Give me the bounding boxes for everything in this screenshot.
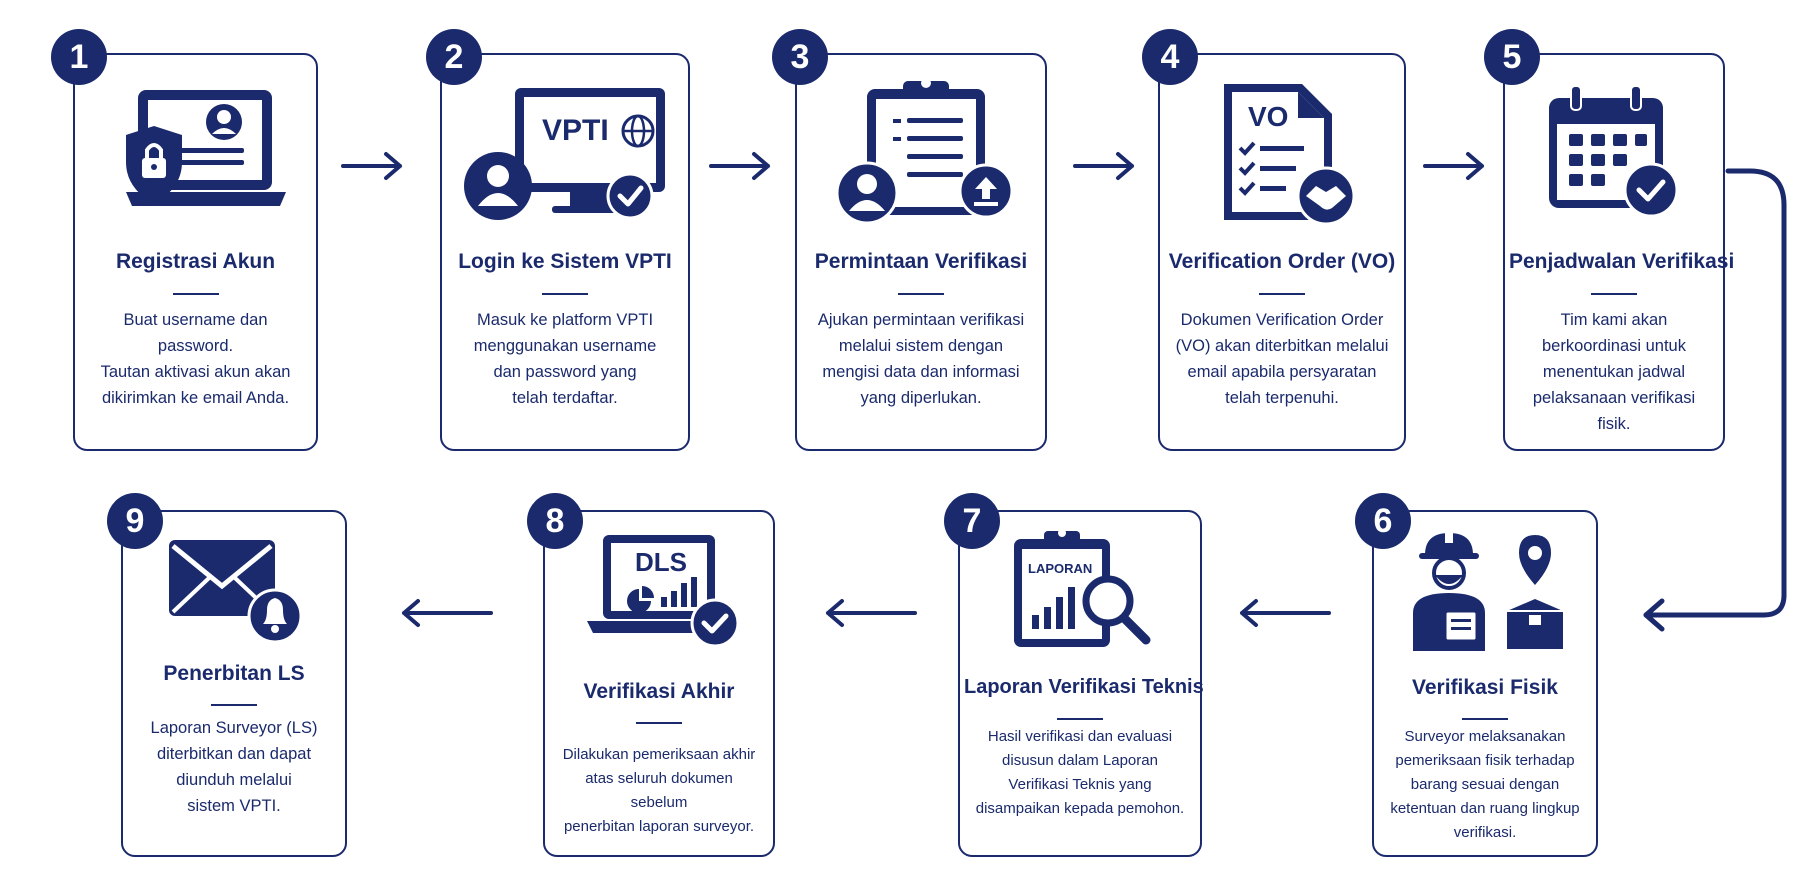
vpti-icon-text: VPTI bbox=[542, 114, 609, 147]
step-divider-5 bbox=[1591, 293, 1637, 295]
step-card-5: Penjadwalan Verifikasi Tim kami akan ber… bbox=[1503, 53, 1735, 451]
surveyor-box-location-icon bbox=[1395, 527, 1575, 657]
step-card-6: Verifikasi Fisik Surveyor melaksanakan p… bbox=[1372, 510, 1598, 857]
step-title-6: Verifikasi Fisik bbox=[1412, 676, 1558, 699]
dls-icon-text: DLS bbox=[635, 547, 687, 577]
step-title-4: Verification Order (VO) bbox=[1168, 250, 1396, 273]
step-card-9: Penerbitan LS Laporan Surveyor (LS) dite… bbox=[121, 510, 347, 857]
step-badge-1: 1 bbox=[51, 29, 107, 85]
step-card-4: VO Verification Order (VO) Dokumen Verif… bbox=[1158, 53, 1406, 451]
step-badge-4: 4 bbox=[1142, 29, 1198, 85]
step-description-7: Hasil verifikasi dan evaluasi disusun da… bbox=[975, 728, 1185, 817]
step-description-4: Dokumen Verification Order (VO) akan dit… bbox=[1175, 311, 1389, 407]
step-divider-6 bbox=[1462, 718, 1508, 720]
step-card-1: Registrasi Akun Buat username dan passwo… bbox=[73, 53, 318, 451]
monitor-vpti-login-icon: VPTI bbox=[460, 80, 670, 220]
step-badge-8: 8 bbox=[527, 493, 583, 549]
step-description-8: Dilakukan pemeriksaan akhir atas seluruh… bbox=[562, 746, 756, 835]
step-description-6: Surveyor melaksanakan pemeriksaan fisik … bbox=[1390, 728, 1580, 841]
step-divider-1 bbox=[172, 293, 219, 295]
step-divider-3 bbox=[898, 293, 944, 295]
step-badge-2: 2 bbox=[426, 29, 482, 85]
calendar-check-icon bbox=[1539, 80, 1689, 225]
arrow-right-icon bbox=[708, 151, 774, 186]
step-description-9: Laporan Surveyor (LS) diterbitkan dan da… bbox=[150, 719, 318, 815]
arrow-right-icon bbox=[340, 151, 406, 186]
laptop-user-lock-icon bbox=[96, 80, 296, 220]
step-badge-5: 5 bbox=[1484, 29, 1540, 85]
step-badge-3: 3 bbox=[772, 29, 828, 85]
step-badge-9: 9 bbox=[107, 493, 163, 549]
step-card-7: LAPORAN Laporan Verifikasi Teknis Hasil … bbox=[958, 510, 1204, 857]
arrow-right-icon bbox=[1072, 151, 1138, 186]
step-divider-9 bbox=[211, 704, 257, 706]
step-description-3: Ajukan permintaan verifikasi melalui sis… bbox=[817, 311, 1025, 407]
step-description-2: Masuk ke platform VPTI menggunakan usern… bbox=[473, 311, 657, 407]
step-title-9: Penerbitan LS bbox=[163, 662, 305, 685]
step-description-5: Tim kami akan berkoordinasi untuk menent… bbox=[1532, 311, 1696, 433]
arrow-left-icon bbox=[1236, 598, 1332, 633]
envelope-bell-icon bbox=[159, 532, 309, 647]
step-badge-6: 6 bbox=[1355, 493, 1411, 549]
step-divider-7 bbox=[1057, 718, 1103, 720]
step-title-3: Permintaan Verifikasi bbox=[814, 250, 1028, 273]
step-title-5: Penjadwalan Verifikasi bbox=[1509, 250, 1735, 273]
step-title-2: Login ke Sistem VPTI bbox=[458, 250, 672, 273]
laporan-icon-text: LAPORAN bbox=[1028, 561, 1092, 576]
step-divider-2 bbox=[542, 293, 588, 295]
step-divider-8 bbox=[636, 722, 682, 724]
step-title-8: Verifikasi Akhir bbox=[583, 680, 735, 703]
step-card-8: DLS Verifikasi Akhir Dilakukan pemeriksa… bbox=[543, 510, 775, 857]
report-magnifier-icon: LAPORAN bbox=[1000, 527, 1160, 652]
step-title-1: Registrasi Akun bbox=[115, 250, 276, 273]
step-description-1: Buat username dan password. Tautan aktiv… bbox=[100, 311, 291, 407]
step-card-2: VPTI Login ke Sistem VPTI Masuk ke platf… bbox=[440, 53, 690, 451]
step-divider-4 bbox=[1259, 293, 1305, 295]
laptop-dls-check-icon: DLS bbox=[569, 527, 749, 652]
arrow-left-icon bbox=[398, 598, 494, 633]
clipboard-upload-icon bbox=[831, 75, 1014, 225]
arrow-right-icon bbox=[1422, 151, 1488, 186]
step-badge-7: 7 bbox=[944, 493, 1000, 549]
step-title-7: Laporan Verifikasi Teknis bbox=[964, 676, 1204, 698]
connector-arrow-icon bbox=[1640, 165, 1800, 640]
vo-icon-text: VO bbox=[1248, 101, 1288, 132]
document-checklist-handshake-icon: VO bbox=[1202, 80, 1362, 226]
step-card-3: Permintaan Verifikasi Ajukan permintaan … bbox=[795, 53, 1047, 451]
arrow-left-icon bbox=[822, 598, 918, 633]
